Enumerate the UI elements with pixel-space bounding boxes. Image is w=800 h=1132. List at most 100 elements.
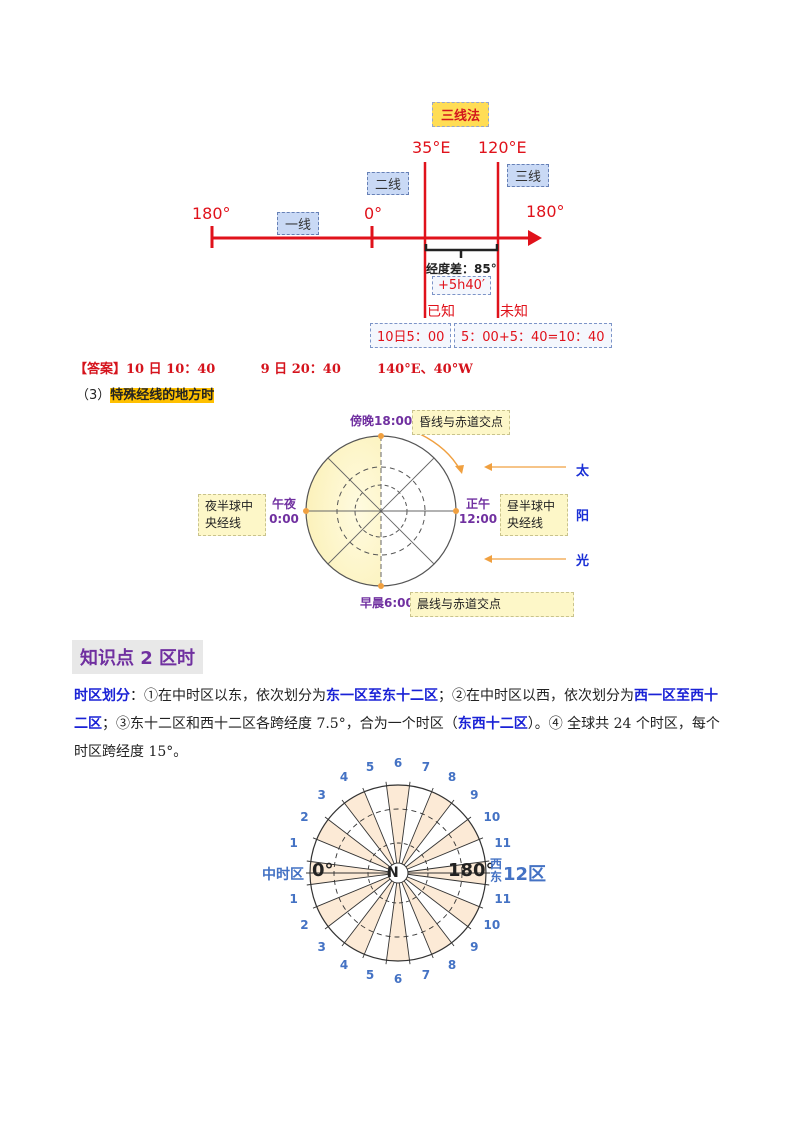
zone-boundary-line: [397, 872, 455, 947]
sun-arrowhead-1: [484, 463, 492, 471]
day-note: 昼半球中央经线: [500, 494, 568, 536]
zone-text-3: ；③东十二区和西十二区各跨经度 7.5°，合为一个时区（: [102, 716, 458, 732]
central-zone-label: 中时区: [262, 867, 304, 883]
label-180-left: 180°: [192, 204, 231, 223]
zone-number: 11: [494, 891, 512, 906]
zone-boundary-line: [385, 781, 399, 874]
twelve-zone-label: 12区: [503, 864, 547, 885]
zone-number: 4: [339, 770, 349, 785]
zone-text-1: ：①在中时区以东，依次划分为: [130, 688, 326, 704]
zone-wedge: [398, 791, 452, 873]
label-unknown: 未知: [500, 304, 528, 320]
zone-number: 7: [421, 968, 431, 983]
section3-heading: （3）特殊经线的地方时: [76, 384, 215, 403]
time-diff: +5h40′: [432, 276, 491, 295]
zone-number: 6: [393, 756, 403, 770]
zone-boundary-line: [312, 872, 399, 909]
diag-2: [327, 457, 435, 565]
zone-number: 8: [447, 957, 457, 972]
section3-title: 特殊经线的地方时: [110, 388, 215, 403]
zone-boundary-line: [397, 787, 434, 874]
zone-text-4: ）。④ 全球共 24 个时区，每个时区跨经度 15°。: [74, 716, 720, 760]
zone-boundary-line: [324, 816, 399, 874]
zone-center-circle: [387, 862, 409, 884]
rotation-arrowhead: [455, 465, 464, 474]
calc-box: 5：00+5：40=10：40: [454, 323, 612, 348]
label-0: 0°: [364, 204, 383, 223]
zone-number: 1: [289, 891, 298, 906]
west-char: 西: [490, 857, 503, 871]
sun-char-1: 太: [576, 464, 590, 479]
answer-text: 10 日 10：40 9 日 20：40 140°E、40°W: [126, 362, 473, 377]
zone-wedge: [386, 873, 410, 962]
zone-keyword-1: 东一区至东十二区: [326, 688, 438, 704]
zone-boundary-line: [397, 872, 490, 886]
label-180-right: 180°: [526, 202, 565, 221]
lon-diff: 经度差：85°: [426, 262, 497, 276]
zone-boundary-line: [362, 787, 399, 874]
knowledge2-heading: 知识点 2 区时: [72, 640, 204, 674]
zone-number: 11: [494, 836, 512, 851]
noon-label: 正午: [465, 497, 490, 511]
east-west-block: 西 东: [490, 858, 502, 884]
zone-number: 10: [483, 810, 501, 824]
answer-line: 【答案】10 日 10：40 9 日 20：40 140°E、40°W: [74, 358, 473, 377]
zone-boundary-line: [397, 837, 484, 874]
zone-number: 6: [393, 972, 403, 986]
zone-wedge: [386, 785, 410, 873]
label-35e: 35°E: [412, 138, 451, 157]
zone-division-paragraph: 时区划分：①在中时区以东，依次划分为东一区至东十二区；②在中时区以西，依次划分为…: [74, 682, 728, 766]
zone-boundary-line: [306, 872, 399, 886]
zone-keyword-2: 西一区至西十二区: [74, 688, 718, 732]
zone-boundary-line: [397, 860, 490, 874]
zone-number: 9: [470, 787, 479, 802]
zone-boundary-line: [312, 837, 399, 874]
zone-boundary-line: [397, 872, 472, 930]
zone-boundary-line: [362, 872, 399, 959]
dawn-time: 早晨6:00: [360, 596, 414, 610]
three-line-svg: [210, 162, 542, 318]
dot-top: [378, 433, 384, 439]
sun-char-3: 光: [576, 554, 590, 569]
three-line-title: 三线法: [432, 102, 490, 127]
night-note: 夜半球中央经线: [198, 494, 266, 536]
zone-wedge: [316, 819, 398, 873]
zone-boundary-line: [397, 872, 411, 965]
zone-boundary-line: [397, 872, 434, 959]
callout-line1: 一线: [277, 212, 320, 235]
midnight-time: 0:00: [269, 512, 299, 526]
zone-number: 5: [365, 759, 375, 774]
dusk-note: 昏线与赤道交点: [412, 410, 511, 435]
deg-0-label: 0°: [312, 860, 334, 881]
zone-boundary-line: [385, 872, 399, 965]
callout-line2: 二线: [367, 172, 410, 195]
zone-division-lead: 时区划分: [74, 688, 130, 704]
zone-keyword-3: 东西十二区: [457, 716, 528, 732]
east-char: 东: [490, 870, 503, 884]
zone-number: 5: [365, 968, 375, 983]
zone-wedge: [316, 873, 398, 927]
label-known: 已知: [427, 304, 455, 320]
zone-wedge: [398, 819, 480, 873]
zone-number: 3: [317, 787, 326, 802]
zone-boundary-line: [341, 799, 399, 874]
zone-number: 9: [470, 940, 479, 955]
sun-char-2: 阳: [576, 509, 590, 524]
zone-number: 7: [421, 759, 431, 774]
callout-line3: 三线: [507, 164, 550, 187]
dawn-note: 晨线与赤道交点: [410, 592, 574, 617]
midnight-label: 午夜: [271, 497, 296, 511]
zone-number: 8: [447, 770, 457, 785]
zone-number: 3: [317, 940, 326, 955]
zone-wedge: [398, 873, 452, 955]
zone-boundary-line: [397, 816, 472, 874]
noon-block: 正午 12:00: [458, 497, 498, 527]
answer-label: 【答案】: [74, 362, 127, 377]
zone-wedge: [344, 873, 398, 955]
dusk-time: 傍晚18:00: [350, 414, 413, 428]
sun-arrowhead-3: [484, 555, 492, 563]
zone-boundary-line: [324, 872, 399, 930]
axis-arrow: [528, 230, 542, 246]
midnight-block: 午夜 0:00: [266, 497, 302, 527]
zone-number: 2: [300, 810, 309, 824]
